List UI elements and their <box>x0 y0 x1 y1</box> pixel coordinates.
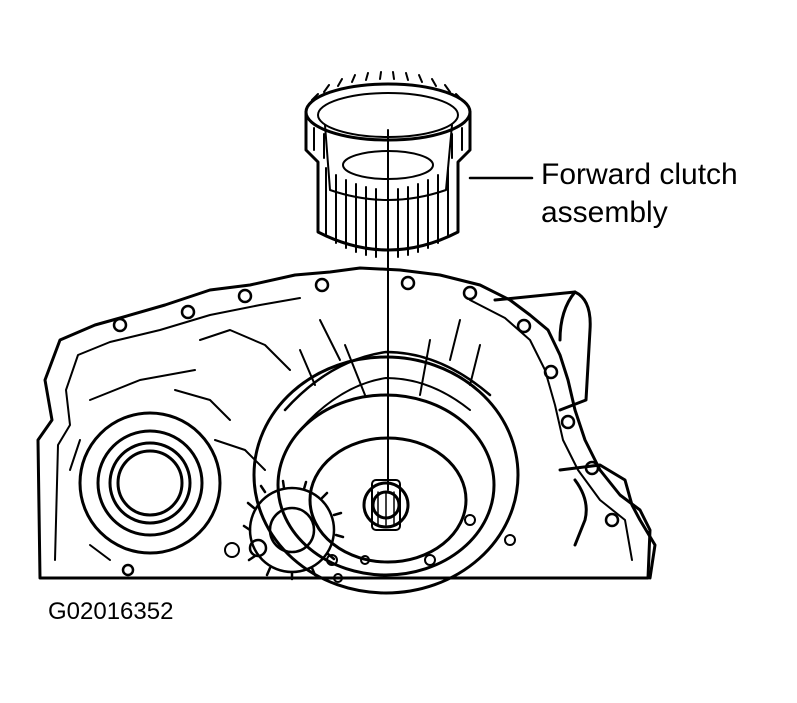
figure-id: G02016352 <box>48 598 174 625</box>
gear <box>242 479 345 581</box>
main-bore <box>252 319 520 595</box>
callout-label-line2: assembly <box>541 196 668 229</box>
case-details <box>224 514 516 583</box>
clutch-drum-splines <box>311 71 463 258</box>
case-bolt-bosses <box>112 275 620 577</box>
extension-housing <box>493 290 657 580</box>
left-bearing-bore <box>78 411 222 555</box>
callout-label-line1: Forward clutch <box>541 158 738 191</box>
case-ribs-left <box>69 329 291 561</box>
center-hub <box>362 479 410 531</box>
